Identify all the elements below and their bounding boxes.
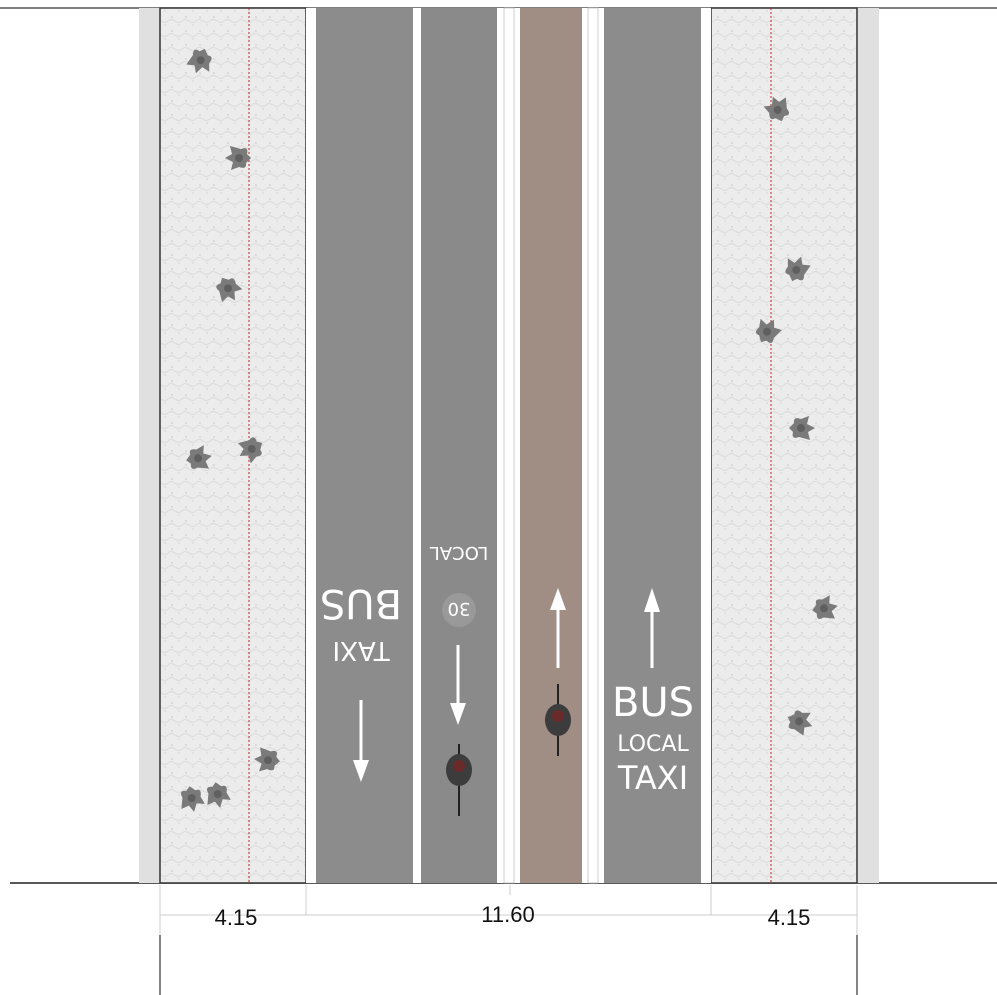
svg-text:30: 30 bbox=[448, 598, 471, 619]
direction-arrow-icon bbox=[353, 700, 369, 782]
left-bus-lane-line2: TAXI bbox=[332, 635, 390, 665]
left-bus-lane-marking: BUS TAXI bbox=[320, 580, 402, 665]
right-bus-lane-line1: BUS bbox=[612, 680, 694, 726]
direction-arrow-icon bbox=[450, 645, 466, 725]
right-sidewalk bbox=[710, 7, 858, 884]
right-sidewalk-dimension: 4.15 bbox=[768, 905, 811, 930]
direction-arrow-icon bbox=[550, 588, 566, 668]
right-curb bbox=[857, 8, 879, 883]
right-bus-lane-line2: LOCAL bbox=[617, 732, 689, 757]
direction-arrow-icon bbox=[644, 588, 660, 668]
local-lane bbox=[421, 8, 497, 883]
svg-text:LOCAL: LOCAL bbox=[430, 542, 488, 563]
roadway-dimension: 11.60 bbox=[481, 902, 534, 927]
right-bus-lane-line3: TAXI bbox=[617, 759, 688, 797]
left-bus-lane-line1: BUS bbox=[320, 580, 402, 626]
local-lane-label: LOCAL bbox=[430, 542, 488, 563]
lane-separator-left bbox=[503, 7, 515, 884]
left-bus-lane bbox=[316, 8, 413, 883]
lane-separator-right bbox=[587, 7, 599, 884]
left-sidewalk-dimension: 4.15 bbox=[215, 905, 258, 930]
cyclist-icon bbox=[545, 684, 571, 756]
speed-limit-disc bbox=[442, 593, 476, 627]
bike-lane bbox=[520, 8, 582, 883]
right-bus-lane bbox=[604, 8, 701, 883]
left-curb bbox=[139, 8, 160, 883]
dimension-brackets bbox=[159, 935, 858, 995]
speed-limit-value: 30 bbox=[448, 598, 471, 619]
cyclist-icon bbox=[446, 744, 472, 816]
left-sidewalk bbox=[159, 7, 307, 884]
